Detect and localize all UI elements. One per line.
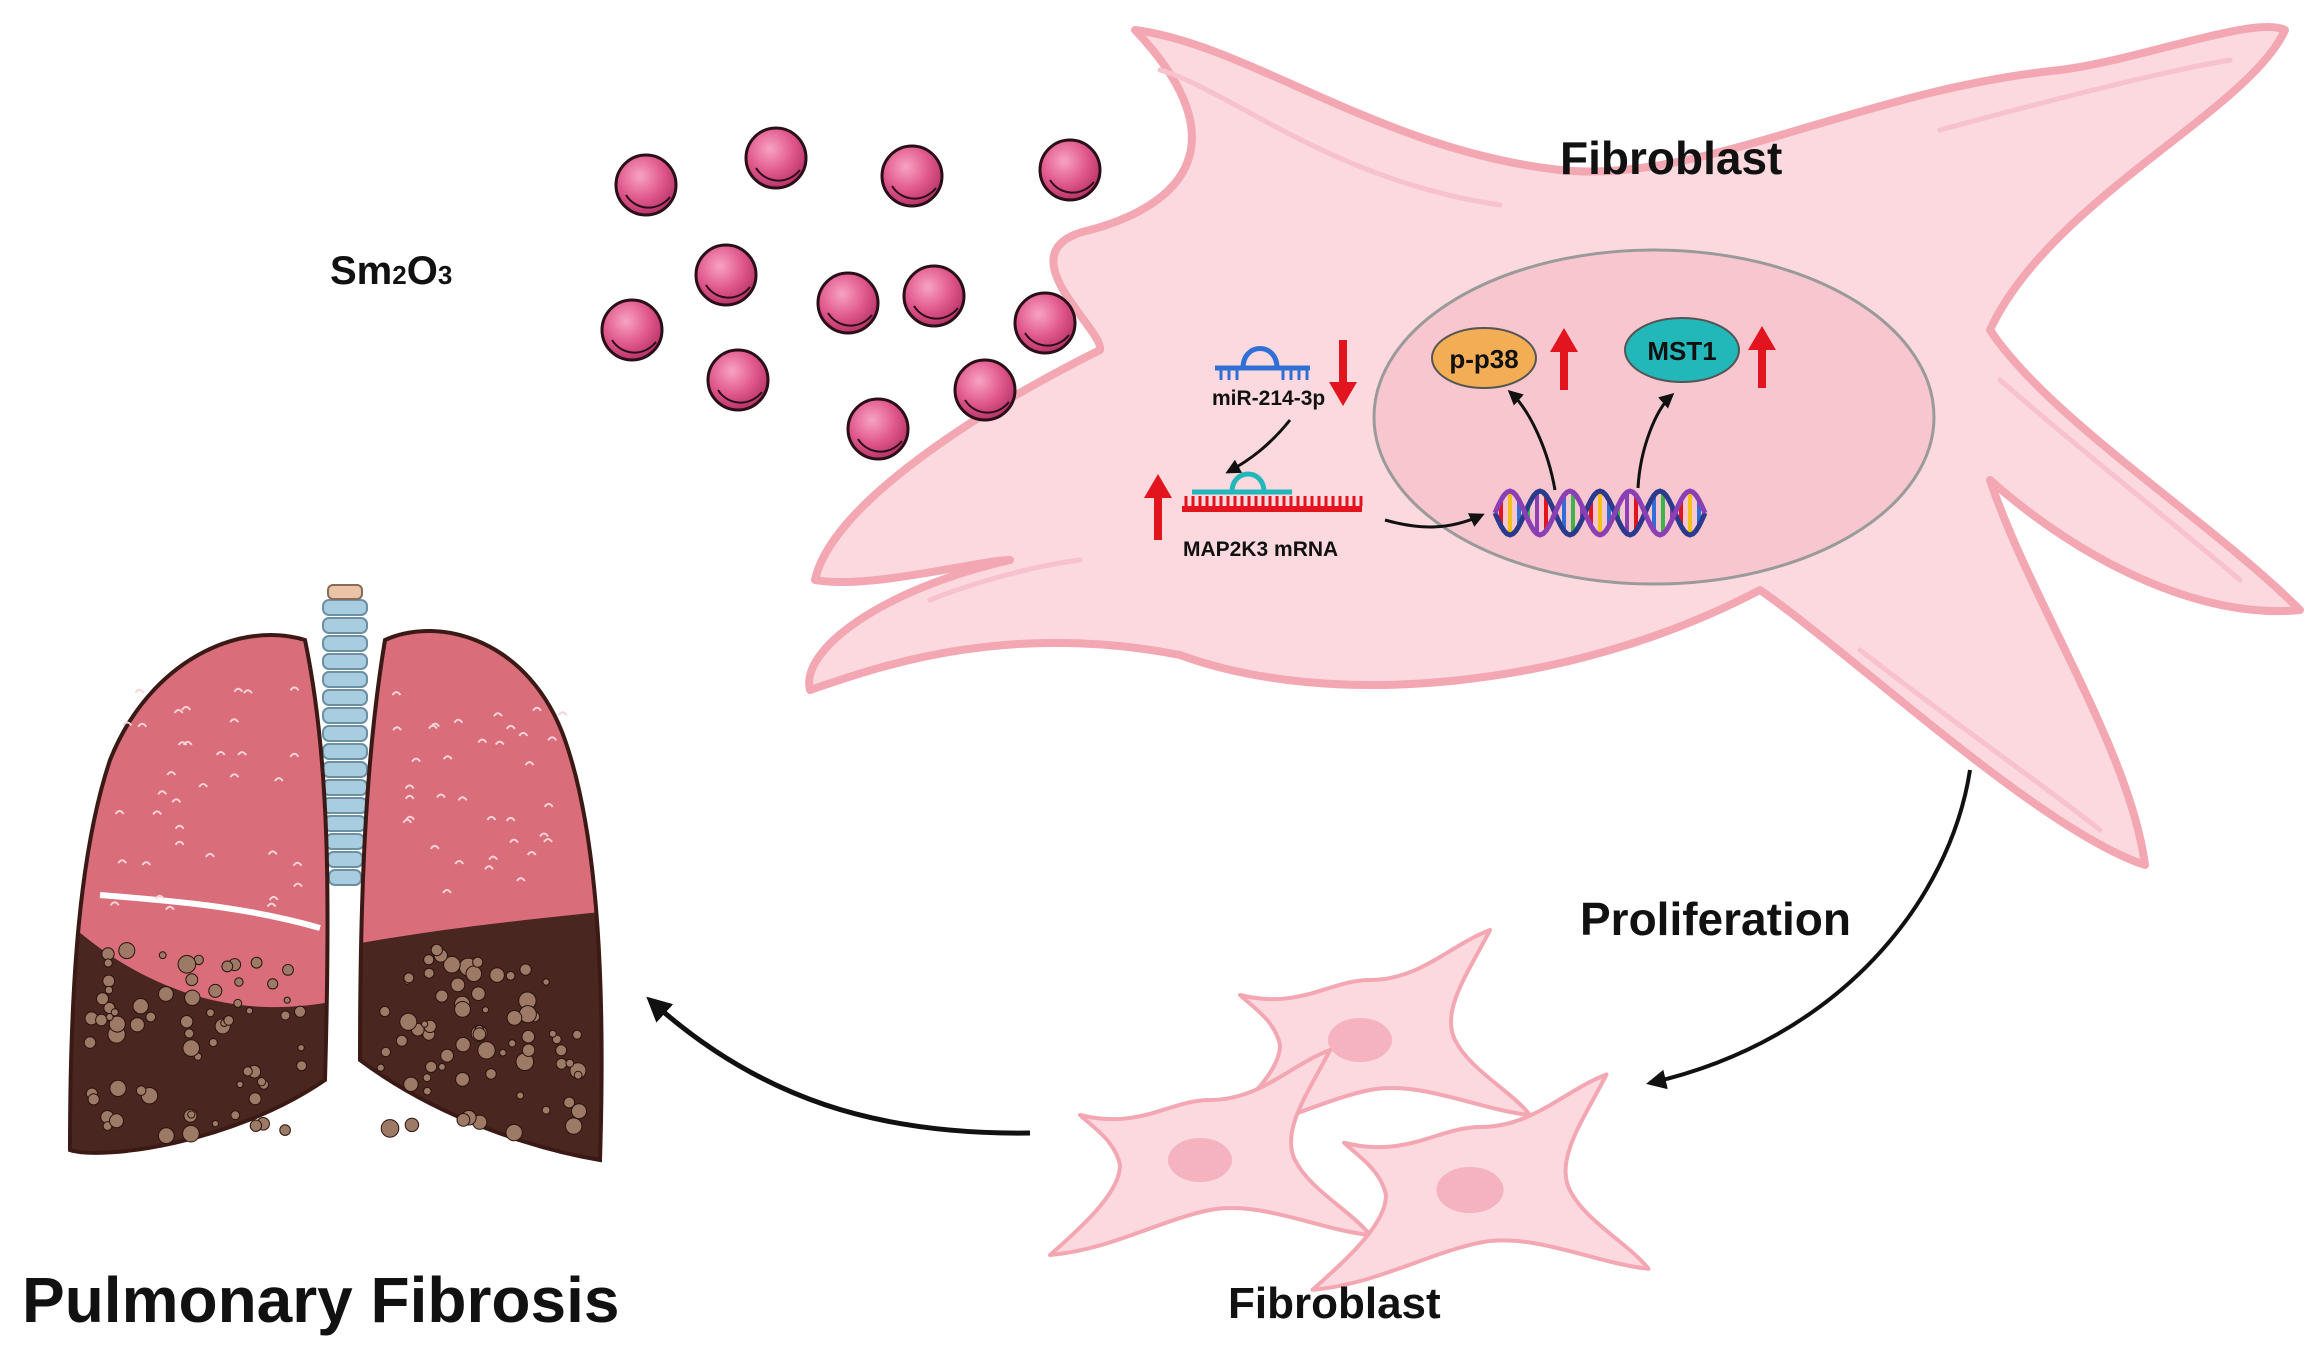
- particle: [1013, 291, 1077, 355]
- mrna-icon: [1182, 471, 1363, 512]
- particle: [880, 144, 944, 208]
- mrna-label: MAP2K3 mRNA: [1183, 538, 1338, 561]
- arrow-to-lungs: [646, 996, 1031, 1136]
- protein-mst1-label: MST1: [1647, 336, 1716, 366]
- lungs-icon: [67, 584, 604, 1163]
- pp38-up-arrow: [1550, 328, 1578, 390]
- arrow-dna-to-mst1: [1636, 393, 1675, 489]
- disease-label: Pulmonary Fibrosis: [22, 1264, 619, 1336]
- particle: [694, 243, 758, 307]
- particle: [706, 348, 770, 412]
- particle: [816, 271, 880, 335]
- small-fibroblast: [1310, 1072, 1651, 1292]
- particle: [846, 397, 910, 461]
- particle: [614, 153, 678, 217]
- arrow-mirna-to-mrna: [1225, 419, 1292, 474]
- particle: [600, 298, 664, 362]
- nanoparticle-icon: [600, 126, 1102, 461]
- particle: [744, 126, 808, 190]
- arrow-mrna-to-dna: [1384, 513, 1485, 529]
- protein-pp38: p-p38: [1431, 327, 1537, 389]
- fibroblast-cluster: [1048, 928, 1651, 1292]
- protein-mst1: MST1: [1624, 317, 1740, 383]
- fibroblast-top-label: Fibroblast: [1560, 132, 1782, 184]
- particle: [1038, 138, 1102, 202]
- compound-label: Sm2O3: [330, 249, 452, 293]
- proliferation-label: Proliferation: [1580, 893, 1851, 945]
- particle: [902, 264, 966, 328]
- particle: [953, 358, 1017, 422]
- fibroblast-bottom-label: Fibroblast: [1228, 1279, 1441, 1328]
- dna-helix-icon: [1492, 488, 1708, 538]
- mirna-down-arrow: [1329, 340, 1357, 406]
- mrna-up-arrow: [1144, 474, 1172, 540]
- arrow-dna-to-pp38: [1507, 389, 1557, 491]
- arrow-proliferation: [1646, 769, 1972, 1090]
- protein-pp38-label: p-p38: [1449, 344, 1518, 374]
- mst1-up-arrow: [1748, 326, 1776, 388]
- mirna-hairpin-icon: [1215, 346, 1310, 380]
- mirna-label: miR-214-3p: [1212, 387, 1325, 410]
